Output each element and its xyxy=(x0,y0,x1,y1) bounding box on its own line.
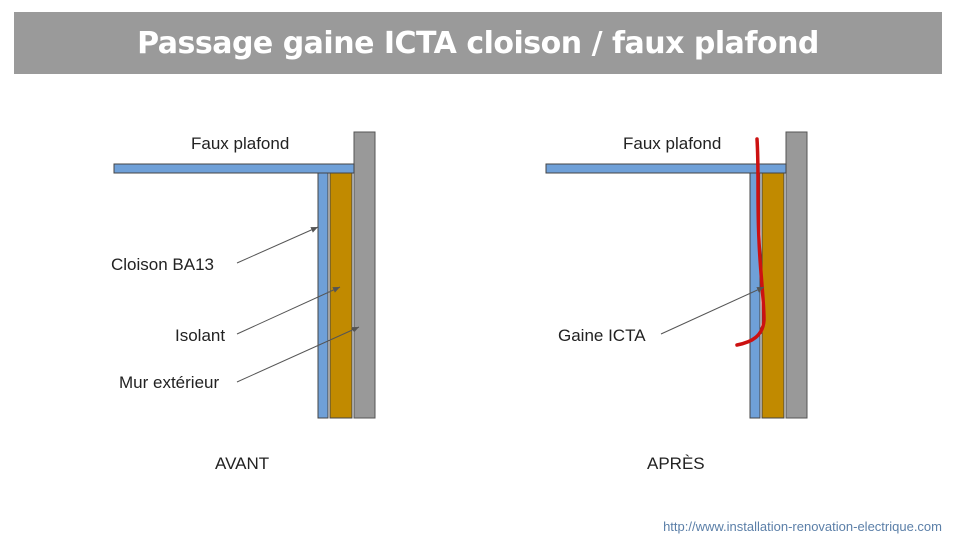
after-ceiling-board xyxy=(545,163,787,174)
after-conduit-arrow xyxy=(660,286,765,335)
before-wall-label: Mur extérieur xyxy=(119,373,219,392)
before-insulation-arrow xyxy=(236,286,341,335)
before-insulation-label: Isolant xyxy=(175,326,225,345)
after-partition-board xyxy=(749,172,761,419)
icta-conduit xyxy=(735,137,766,347)
page-title: Passage gaine ICTA cloison / faux plafon… xyxy=(137,25,819,61)
before-insulation xyxy=(329,172,353,419)
before-exterior-wall xyxy=(353,131,376,419)
after-caption: APRÈS xyxy=(647,454,705,473)
after-insulation xyxy=(761,172,785,419)
after-diagram: Faux plafond Gaine ICTA APRÈS xyxy=(545,131,808,473)
before-ceiling-label: Faux plafond xyxy=(191,134,289,153)
before-partition-label: Cloison BA13 xyxy=(111,255,214,274)
before-caption: AVANT xyxy=(215,454,269,473)
before-partition-board xyxy=(317,172,329,419)
after-exterior-wall xyxy=(785,131,808,419)
credit-link[interactable]: http://www.installation-renovation-elect… xyxy=(663,519,942,534)
title-bar: Passage gaine ICTA cloison / faux plafon… xyxy=(14,12,942,74)
before-partition-arrow xyxy=(236,226,319,264)
after-ceiling-label: Faux plafond xyxy=(623,134,721,153)
before-wall-arrow xyxy=(236,326,360,383)
after-conduit-label: Gaine ICTA xyxy=(558,326,646,345)
before-ceiling-board xyxy=(113,163,355,174)
before-diagram: Faux plafond Cloison BA13 Isolant Mur ex… xyxy=(111,131,376,473)
